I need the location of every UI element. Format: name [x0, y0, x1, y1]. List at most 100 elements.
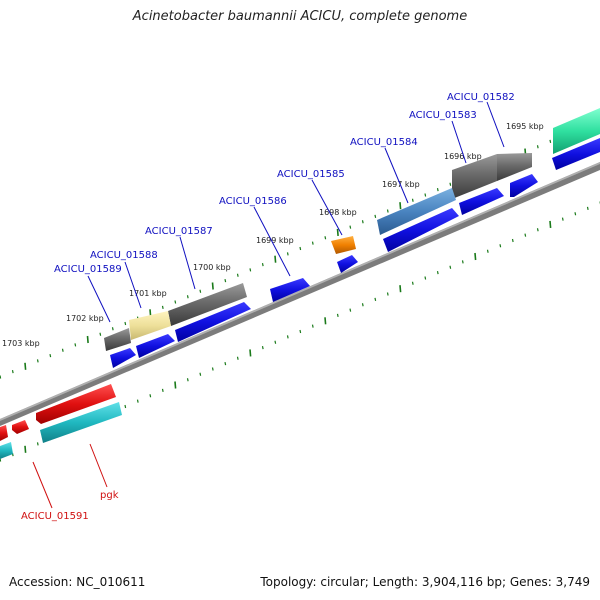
minor-tick: [199, 289, 202, 293]
major-tick: [399, 202, 402, 210]
minor-tick: [436, 187, 439, 192]
minor-tick: [161, 388, 164, 393]
minor-tick: [411, 281, 414, 285]
minor-tick: [574, 212, 577, 216]
cds-arrow: [110, 348, 136, 368]
kbp-label: 1700 kbp: [193, 263, 231, 272]
kbp-label: 1702 kbp: [66, 314, 104, 323]
minor-tick: [261, 345, 264, 350]
minor-tick: [211, 367, 214, 371]
minor-tick: [299, 329, 302, 334]
minor-tick: [449, 182, 452, 186]
feature-arrow: [12, 420, 29, 434]
major-tick: [211, 282, 214, 290]
gene-label[interactable]: ACICU_01588: [90, 250, 158, 261]
kbp-labels: 1695 kbp 1696 kbp 1697 kbp 1698 kbp 1699…: [2, 122, 544, 348]
feature-block: [497, 153, 532, 181]
gene-label[interactable]: ACICU_01589: [54, 264, 122, 275]
major-tick: [249, 349, 252, 357]
cds-arrow: [383, 208, 459, 252]
minor-tick: [374, 214, 377, 219]
gene-label[interactable]: ACICU_01582: [447, 92, 515, 103]
cds-arrow: [337, 255, 358, 273]
cds-arrow: [552, 138, 600, 170]
major-tick: [336, 228, 339, 236]
major-tick: [86, 335, 89, 344]
minor-tick: [386, 292, 389, 296]
minor-tick: [61, 348, 64, 352]
gene-label[interactable]: ACICU_01584: [350, 137, 418, 148]
outer-feature-band: [104, 108, 600, 351]
accession-text: Accession: NC_010611: [9, 575, 146, 589]
cds-arrow: [510, 174, 538, 197]
minor-tick: [236, 273, 239, 277]
feature-block: [40, 402, 122, 443]
minor-tick: [36, 442, 39, 446]
minor-tick: [336, 313, 339, 318]
minor-tick: [249, 268, 252, 272]
gene-label[interactable]: pgk: [100, 490, 119, 501]
minor-tick: [124, 321, 127, 326]
outer-tick-ring: [0, 118, 600, 379]
major-tick: [324, 317, 327, 325]
kbp-label: 1695 kbp: [506, 122, 544, 131]
minor-tick: [311, 324, 314, 328]
gene-label[interactable]: ACICU_01585: [277, 169, 345, 180]
minor-tick: [0, 458, 2, 462]
minor-tick: [186, 295, 189, 299]
major-tick: [24, 362, 27, 370]
minor-tick: [11, 369, 14, 374]
minor-tick: [536, 145, 539, 149]
genome-backbone: [0, 162, 600, 426]
forward-cds-arrows: [110, 138, 600, 368]
minor-tick: [536, 228, 539, 232]
cds-arrow: [175, 302, 251, 342]
minor-tick: [36, 359, 39, 363]
minor-tick: [124, 404, 127, 409]
minor-tick: [99, 332, 102, 336]
minor-tick: [361, 303, 364, 307]
minor-tick: [361, 220, 364, 224]
minor-tick: [224, 278, 227, 283]
minor-tick: [49, 353, 52, 358]
gene-label[interactable]: ACICU_01591: [21, 511, 89, 522]
minor-tick: [0, 375, 2, 379]
major-tick: [549, 220, 552, 228]
major-tick: [399, 285, 402, 293]
minor-tick: [136, 399, 139, 403]
minor-tick: [461, 260, 464, 264]
feature-block: [104, 328, 131, 351]
reverse-features: [0, 384, 122, 459]
minor-tick: [524, 233, 527, 237]
feature-block: [129, 311, 171, 340]
feature-arrow: [36, 384, 116, 424]
major-tick: [474, 252, 477, 261]
minor-tick: [374, 297, 377, 302]
minor-tick: [486, 249, 489, 253]
feature-block: [168, 283, 247, 326]
gene-label[interactable]: ACICU_01587: [145, 226, 213, 237]
minor-tick: [349, 225, 352, 229]
map-title: Acinetobacter baumannii ACICU, complete …: [132, 9, 468, 24]
minor-tick: [436, 270, 439, 275]
minor-tick: [561, 217, 564, 221]
minor-tick: [111, 327, 114, 331]
minor-tick: [549, 139, 552, 144]
minor-tick: [149, 394, 152, 398]
kbp-label: 1699 kbp: [256, 236, 294, 245]
minor-tick: [224, 361, 227, 366]
minor-tick: [174, 300, 177, 304]
minor-tick: [499, 244, 502, 248]
cds-arrow: [270, 278, 310, 302]
kbp-label: 1701 kbp: [129, 289, 167, 298]
minor-tick: [236, 356, 239, 360]
minor-tick: [286, 335, 289, 339]
topology-text: Topology: circular; Length: 3,904,116 bp…: [260, 575, 590, 589]
minor-tick: [324, 236, 327, 240]
gene-label[interactable]: ACICU_01586: [219, 196, 287, 207]
minor-tick: [449, 265, 452, 269]
minor-tick: [274, 340, 277, 344]
gene-label[interactable]: ACICU_01583: [409, 110, 477, 121]
minor-tick: [74, 343, 77, 347]
